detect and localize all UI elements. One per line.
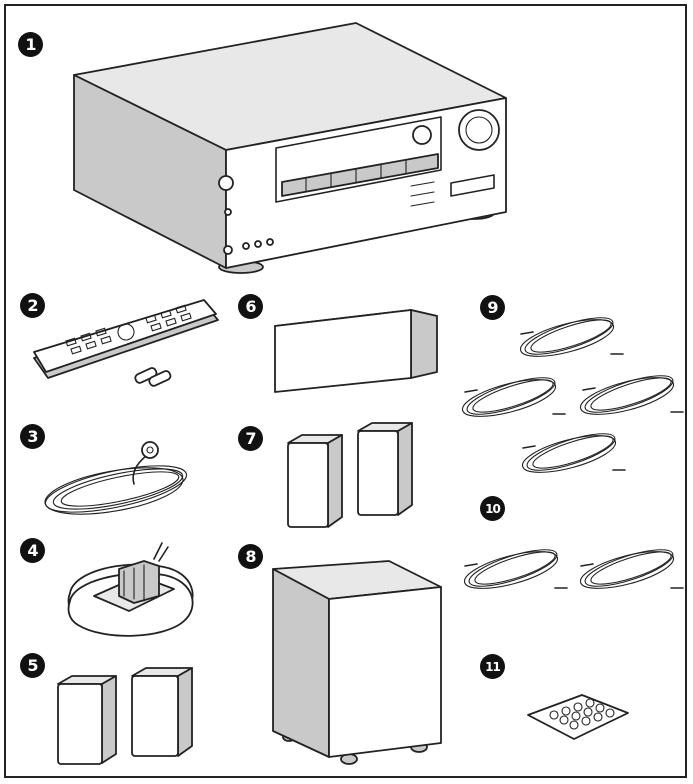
item-number-5: 5 [20,653,45,678]
fm-antenna-icon [44,441,188,515]
item-number-3: 3 [20,424,45,449]
item-number-10: 10 [480,496,505,521]
am-loop-antenna-icon [67,542,194,637]
item-number-6: 6 [238,294,263,319]
subwoofer-icon [272,560,442,765]
accessories-sheet: 1 2 [4,4,687,778]
item-number-2: 2 [20,293,45,318]
center-speaker-icon [274,309,438,393]
item-number-1: 1 [18,32,43,57]
av-receiver-icon [73,22,507,274]
item-number-8: 8 [238,544,263,569]
item-number-7: 7 [238,426,263,451]
remote-control-with-batteries-icon [33,299,219,387]
pair-of-small-speakers-icon [57,667,193,765]
four-speaker-cables-icon [461,317,684,473]
non-slip-pad-sheet-icon [527,694,629,740]
item-number-11: 11 [480,654,505,679]
pair-of-surround-speakers-icon [287,422,413,528]
two-speaker-cables-icon [463,549,684,589]
item-number-4: 4 [20,538,45,563]
item-number-9: 9 [480,295,505,320]
